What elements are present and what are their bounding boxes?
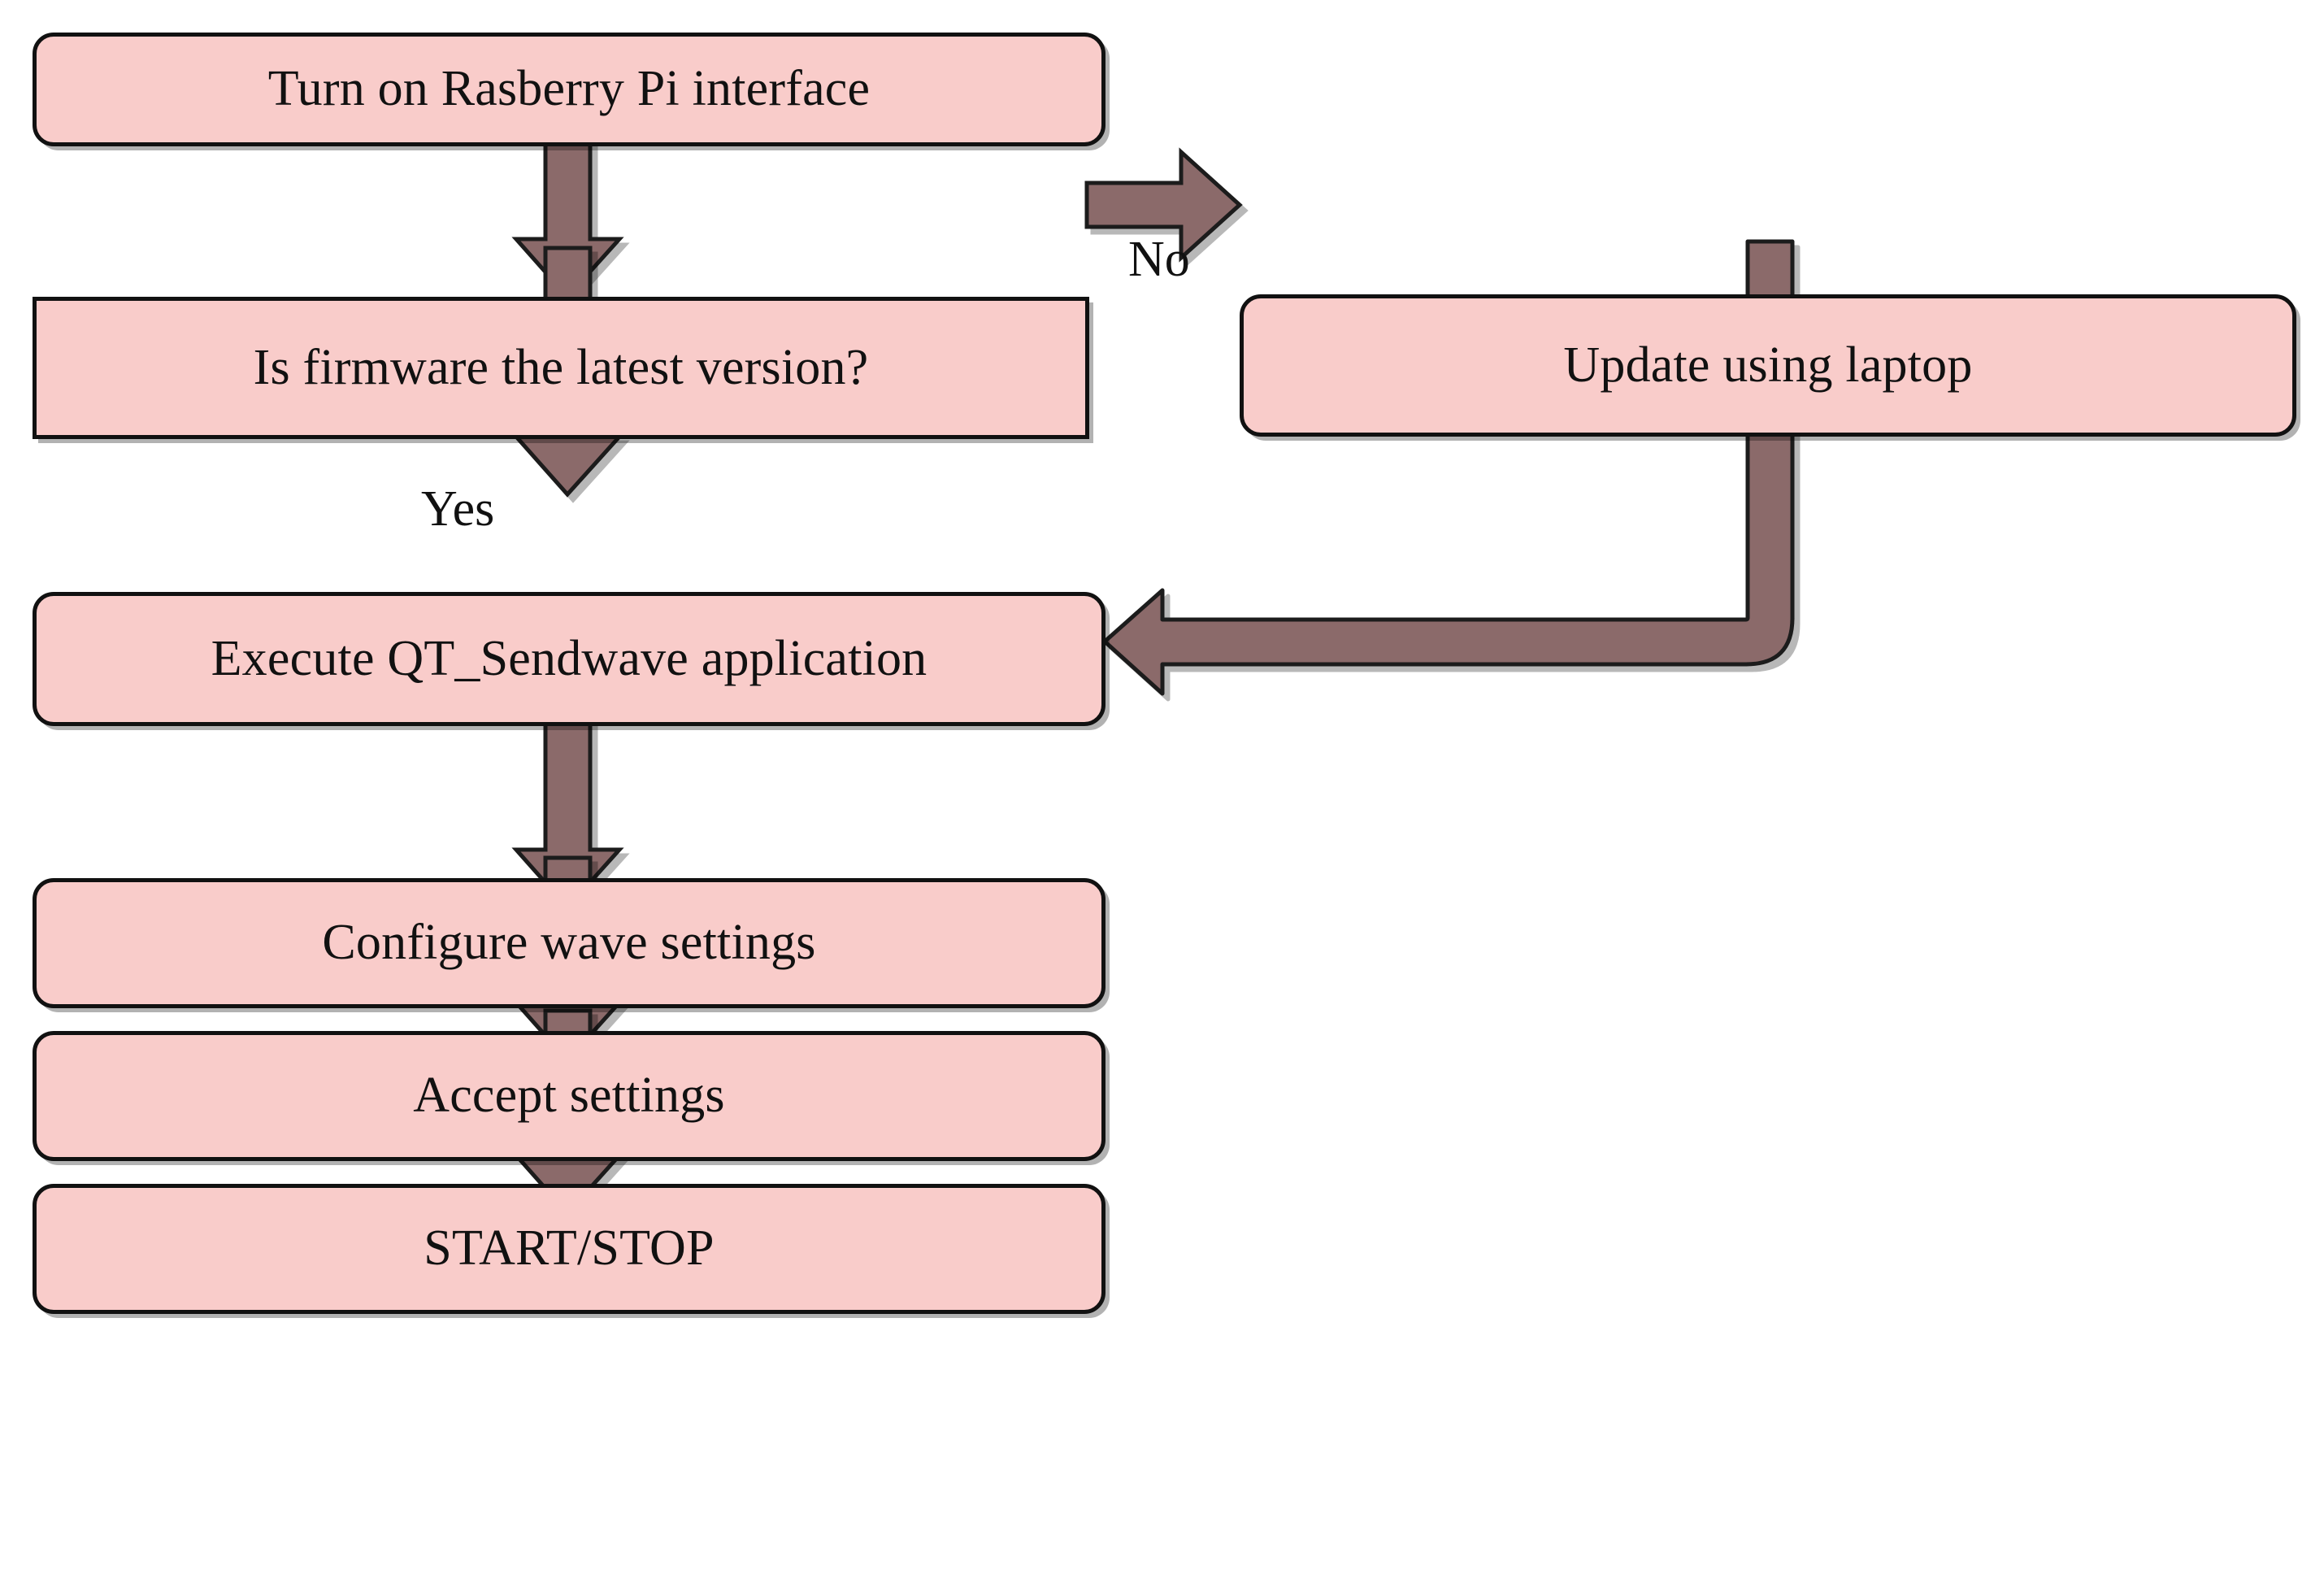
- node-label: Update using laptop: [1563, 337, 1973, 393]
- node-label: Configure wave settings: [322, 915, 816, 971]
- node-is-firmware-latest-version[interactable]: Is firmware the latest version?: [33, 297, 1089, 439]
- node-label: Is firmware the latest version?: [253, 339, 869, 395]
- edge-label-no: No: [1128, 232, 1190, 287]
- node-label: Turn on Rasberry Pi interface: [267, 61, 871, 117]
- node-label: START/STOP: [424, 1220, 715, 1277]
- node-execute-qt-sendwave-application[interactable]: Execute QT_Sendwave application: [33, 592, 1106, 726]
- node-turn-on-rasberry-pi-interface[interactable]: Turn on Rasberry Pi interface: [33, 33, 1106, 146]
- node-label: Execute QT_Sendwave application: [211, 630, 927, 686]
- node-accept-settings[interactable]: Accept settings: [33, 1031, 1106, 1161]
- node-label: Accept settings: [413, 1068, 725, 1124]
- edge-label-yes: Yes: [421, 481, 495, 537]
- node-start-stop[interactable]: START/STOP: [33, 1184, 1106, 1314]
- arrow-execute-to-configure: [511, 703, 624, 911]
- node-update-using-laptop[interactable]: Update using laptop: [1240, 294, 2296, 437]
- node-configure-wave-settings[interactable]: Configure wave settings: [33, 878, 1106, 1008]
